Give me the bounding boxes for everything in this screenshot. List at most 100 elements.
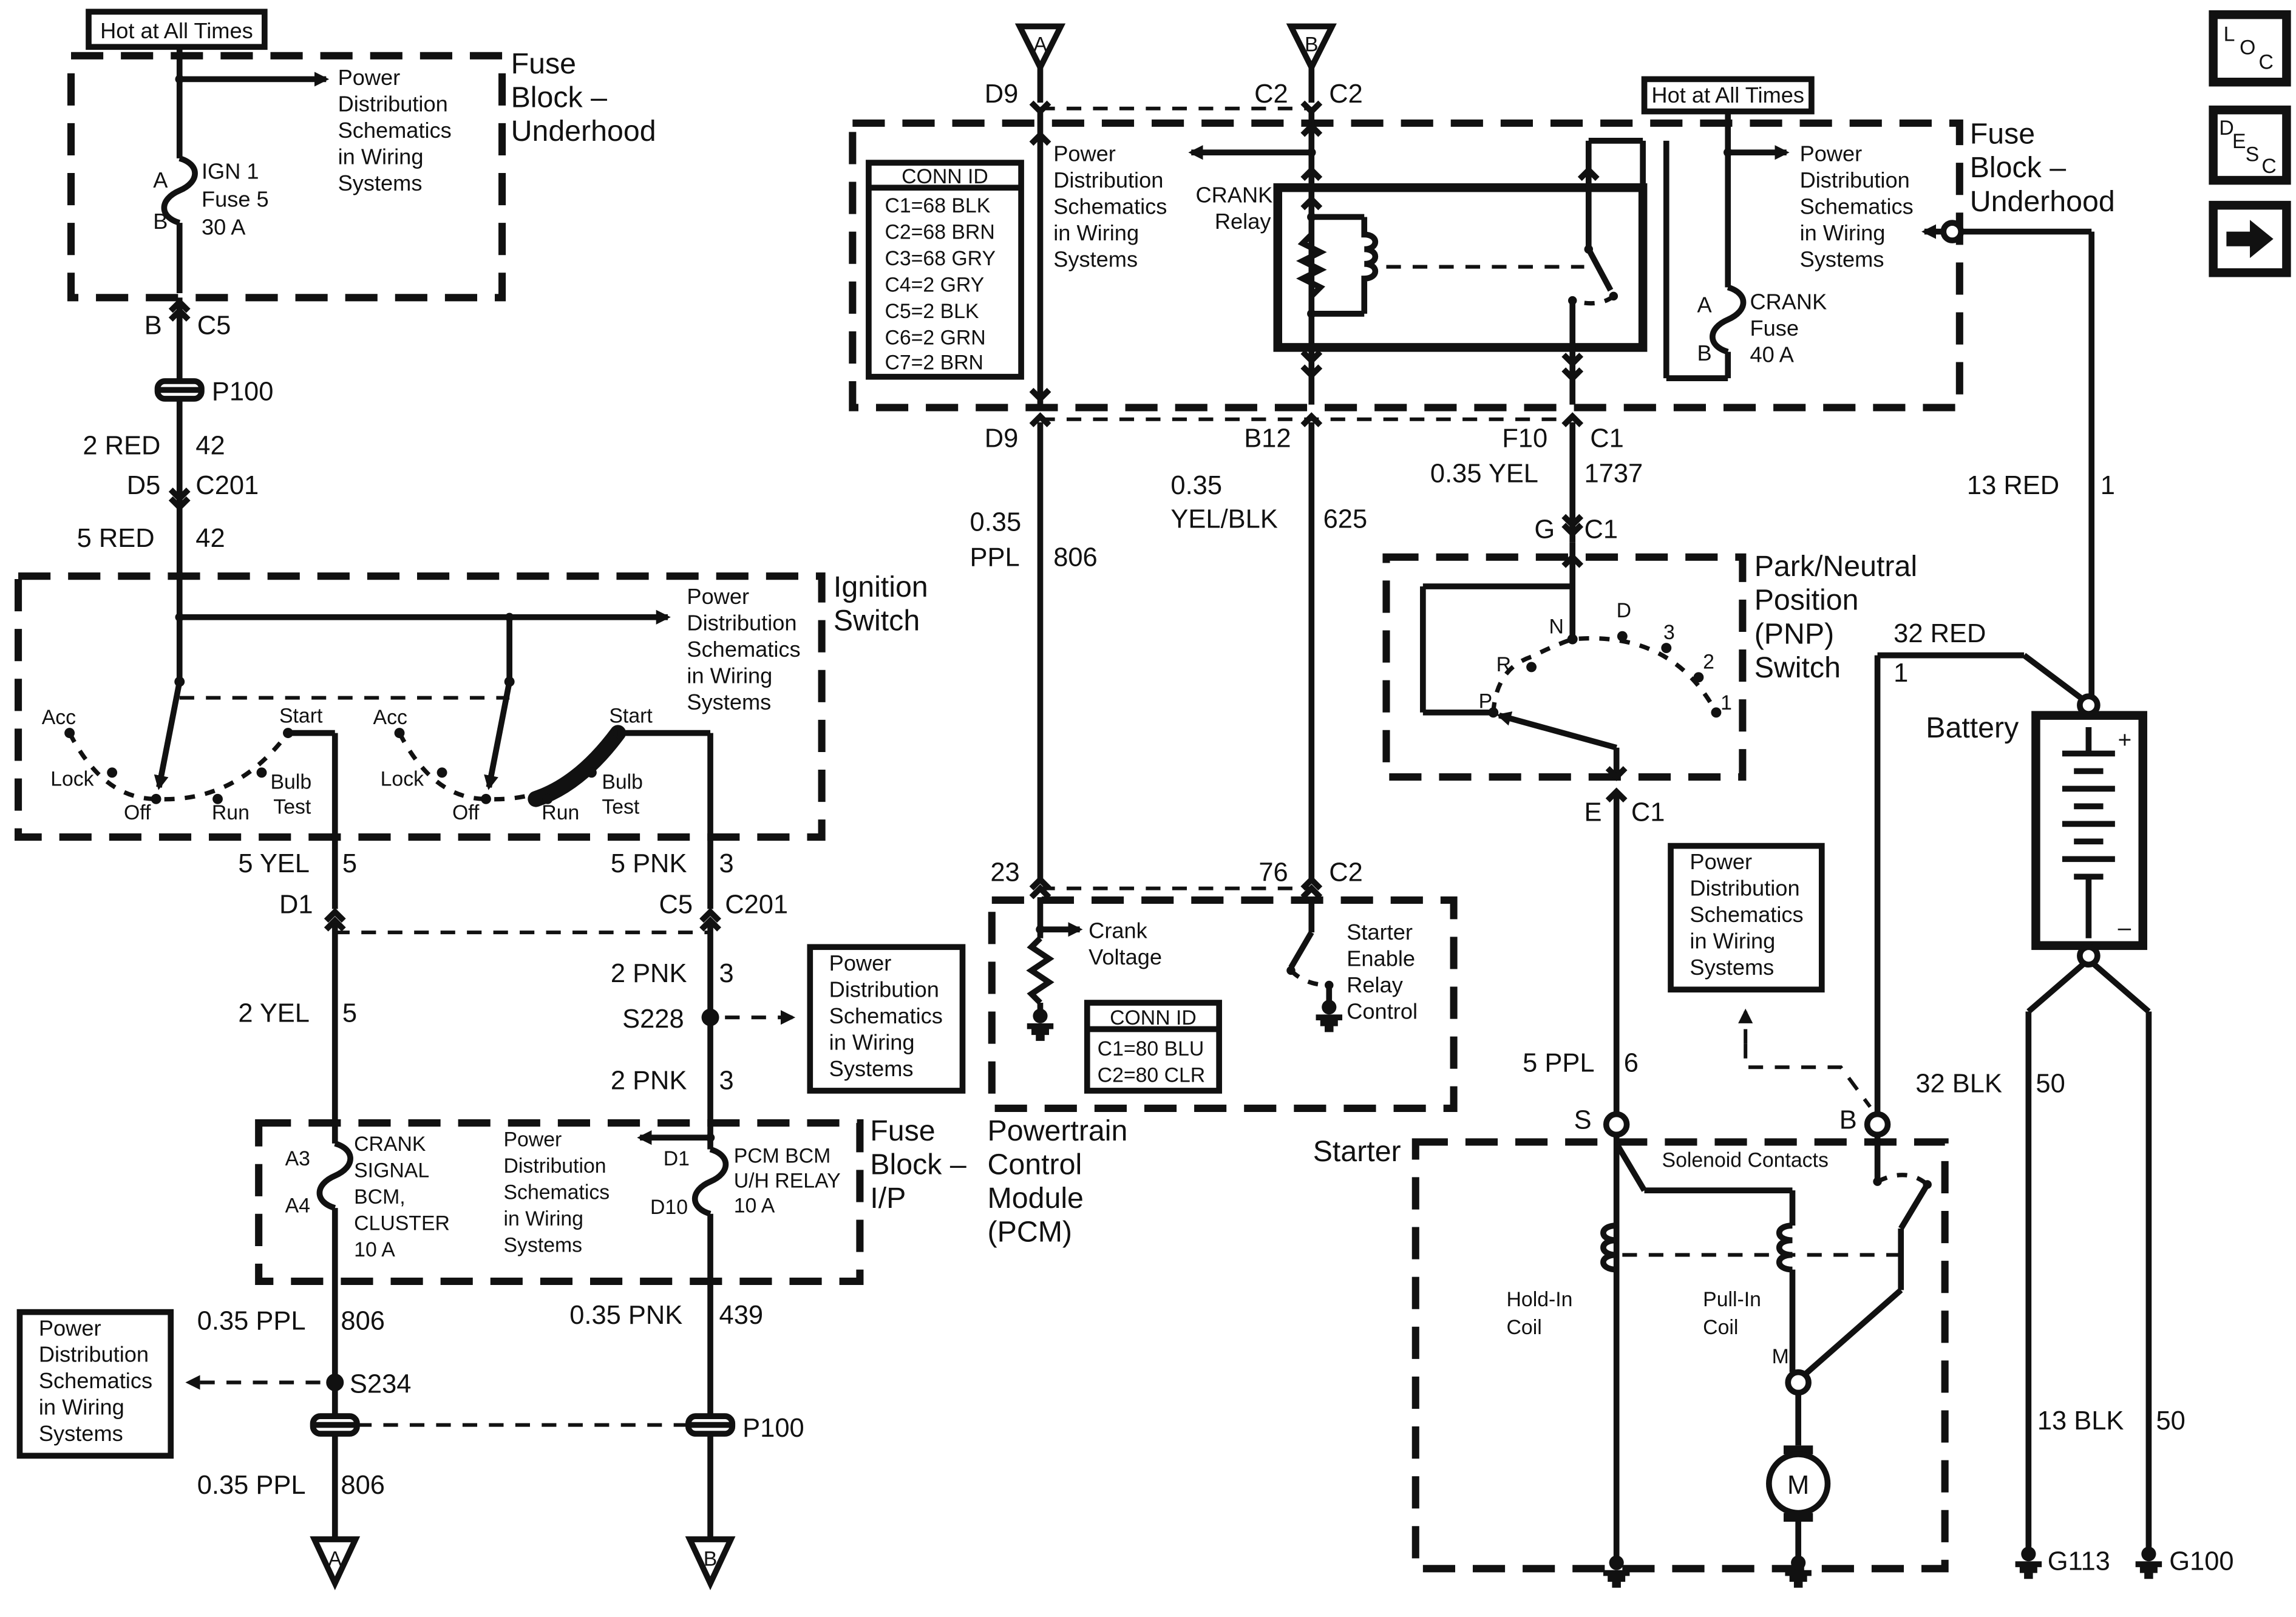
svg-text:D9: D9 — [985, 80, 1019, 109]
left-feed-wire: B C5 P100 2 RED 42 D5 C201 5 RED 42 — [77, 297, 273, 572]
svg-text:806: 806 — [1053, 543, 1098, 572]
starter-s-terminal — [1603, 1111, 1630, 1138]
battery-negative-terminal — [2077, 944, 2101, 968]
svg-text:42: 42 — [195, 432, 225, 461]
nav-loc-button[interactable]: L O C — [2209, 10, 2291, 87]
svg-text:5: 5 — [342, 998, 357, 1028]
svg-text:B: B — [1839, 1106, 1857, 1135]
svg-text:G: G — [1534, 515, 1555, 544]
svg-text:Run: Run — [542, 801, 579, 824]
crank-voltage-label: Crank Voltage — [1089, 918, 1162, 969]
nav-next-button[interactable] — [2209, 200, 2291, 277]
fuse-block-underhood-right: Hot at All Times Fuse Block – Underhood … — [849, 76, 2115, 412]
svg-text:M: M — [1787, 1471, 1809, 1500]
svg-text:Starter: Starter — [1313, 1135, 1401, 1168]
svg-text:G113: G113 — [2048, 1547, 2110, 1576]
hot-at-all-times-label: Hot at All Times — [100, 18, 253, 43]
fuse-block-underhood-title: Fuse Block – Underhood — [511, 47, 656, 147]
svg-text:2 RED: 2 RED — [83, 432, 160, 461]
svg-text:C1: C1 — [1590, 424, 1624, 453]
svg-text:Lock: Lock — [381, 768, 424, 791]
svg-text:A: A — [1033, 33, 1047, 56]
svg-text:Bulb: Bulb — [270, 770, 311, 793]
svg-text:806: 806 — [341, 1471, 385, 1500]
svg-text:0.35 PPL: 0.35 PPL — [197, 1471, 306, 1500]
svg-text:B: B — [1697, 341, 1712, 365]
fuse-block-underhood-title-2: Fuse Block – Underhood — [1970, 118, 2115, 218]
svg-text:Test: Test — [273, 795, 311, 818]
svg-text:C1=80 BLU: C1=80 BLU — [1098, 1037, 1204, 1060]
svg-text:5 PPL: 5 PPL — [1523, 1049, 1594, 1078]
svg-text:C2: C2 — [1329, 80, 1363, 109]
svg-text:D1: D1 — [664, 1147, 690, 1170]
svg-text:D1: D1 — [279, 890, 313, 920]
svg-text:C1: C1 — [1631, 798, 1665, 827]
svg-text:S228: S228 — [622, 1005, 684, 1034]
svg-text:CONN ID: CONN ID — [902, 165, 988, 188]
relay-resistor — [1296, 232, 1327, 299]
nav-desc-button[interactable]: D E S C — [2209, 105, 2291, 185]
svg-text:N: N — [1549, 615, 1564, 638]
svg-text:806: 806 — [341, 1307, 385, 1336]
svg-text:76: 76 — [1258, 858, 1288, 887]
offpage-connector-b-top — [1286, 23, 1337, 74]
svg-text:C5: C5 — [659, 890, 693, 920]
svg-text:A4: A4 — [285, 1194, 310, 1217]
fuse-block-underhood-left: Hot at All Times Fuse Block – Underhood … — [67, 8, 656, 302]
svg-text:0.35: 0.35 — [970, 507, 1022, 537]
svg-text:C2: C2 — [1329, 858, 1363, 887]
svg-text:42: 42 — [195, 524, 225, 553]
ignition-switch-title: Ignition Switch — [834, 571, 936, 637]
svg-text:Battery: Battery — [1926, 711, 2019, 744]
crank-relay-box — [1273, 183, 1648, 352]
svg-text:Off: Off — [452, 801, 480, 824]
svg-text:3: 3 — [719, 959, 734, 988]
svg-text:Start: Start — [279, 705, 323, 728]
svg-text:B: B — [1305, 33, 1319, 56]
svg-text:Bulb: Bulb — [602, 770, 643, 793]
svg-text:C2=80 CLR: C2=80 CLR — [1098, 1063, 1206, 1086]
svg-text:S: S — [1574, 1106, 1592, 1135]
svg-text:–: – — [2118, 915, 2131, 941]
svg-text:G100: G100 — [2169, 1547, 2233, 1576]
svg-text:+: + — [2118, 727, 2132, 753]
svg-text:1: 1 — [2101, 471, 2115, 500]
svg-text:50: 50 — [2036, 1069, 2065, 1098]
svg-text:Solenoid Contacts: Solenoid Contacts — [1662, 1149, 1829, 1172]
svg-text:2 PNK: 2 PNK — [611, 1066, 687, 1096]
svg-text:50: 50 — [2156, 1406, 2185, 1436]
svg-text:R: R — [1496, 653, 1511, 676]
svg-text:2 YEL: 2 YEL — [238, 998, 310, 1028]
svg-text:Lock: Lock — [50, 768, 93, 791]
svg-text:PPL: PPL — [970, 543, 1020, 572]
svg-text:2 PNK: 2 PNK — [611, 959, 687, 988]
svg-text:B: B — [144, 311, 162, 341]
svg-text:C201: C201 — [725, 890, 788, 920]
svg-text:Acc: Acc — [373, 706, 407, 729]
svg-text:C201: C201 — [195, 471, 259, 500]
svg-text:C1: C1 — [1584, 515, 1618, 544]
battery: 13 RED 1 32 RED 1 Battery + – 32 BLK 50 … — [1874, 228, 2234, 1579]
svg-text:Hot at All Times: Hot at All Times — [1651, 83, 1804, 107]
svg-text:YEL/BLK: YEL/BLK — [1170, 504, 1277, 534]
svg-text:0.35 PNK: 0.35 PNK — [569, 1301, 682, 1330]
svg-text:3: 3 — [719, 849, 734, 878]
fuse-block-ip-title: Fuse Block – I/P — [870, 1114, 974, 1215]
